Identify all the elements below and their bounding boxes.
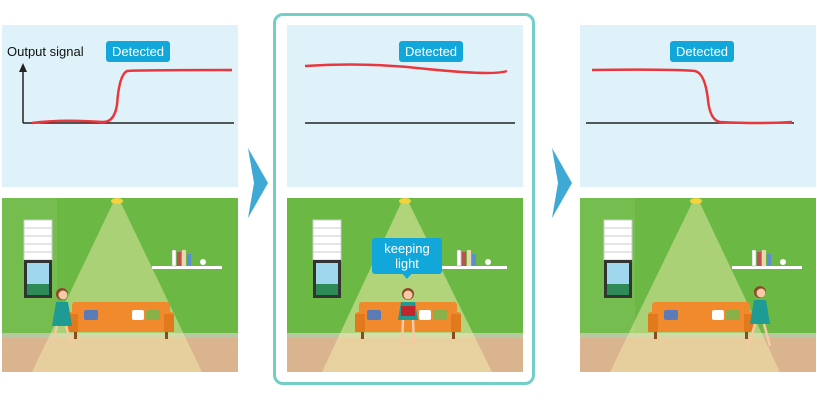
ceiling-lamp-icon — [399, 198, 411, 204]
y-axis-arrow-icon — [19, 63, 27, 72]
person-leaving — [746, 286, 772, 349]
axis-label: Output signal — [7, 44, 84, 59]
signal-line — [31, 68, 233, 125]
signal-line — [304, 63, 508, 75]
room-illustration-3 — [580, 198, 816, 372]
room-scene-3 — [580, 198, 816, 372]
highlight-frame — [273, 13, 535, 385]
callout-line-1: keeping — [384, 241, 430, 256]
shelf — [152, 266, 222, 269]
callout-line-2: light — [395, 256, 419, 271]
room-illustration-1 — [2, 198, 238, 372]
ceiling-lamp-icon — [111, 198, 123, 204]
person-reading — [398, 288, 418, 347]
keeping-light-callout: keeping light — [372, 238, 442, 274]
signal-graph-1 — [19, 63, 234, 125]
signal-graph-2 — [304, 63, 515, 124]
ceiling-lamp-icon — [690, 198, 702, 204]
book-icon — [401, 306, 415, 316]
blind — [23, 219, 53, 261]
signal-graph-3 — [586, 68, 794, 125]
detected-badge-1: Detected — [106, 41, 171, 62]
shelf — [732, 266, 802, 269]
room-illustration-2 — [287, 198, 523, 372]
shelf — [437, 266, 507, 269]
cushion — [84, 310, 98, 320]
blind — [312, 219, 342, 261]
detected-badge-2: Detected — [399, 41, 464, 62]
arrow-right-icon — [552, 148, 572, 218]
detected-badge-3: Detected — [670, 41, 735, 62]
arrow-right-icon — [248, 148, 268, 218]
blind — [603, 219, 633, 261]
room-scene-2 — [287, 198, 523, 372]
signal-line — [591, 68, 793, 125]
person-walking — [50, 288, 74, 347]
room-scene-1 — [2, 198, 238, 372]
